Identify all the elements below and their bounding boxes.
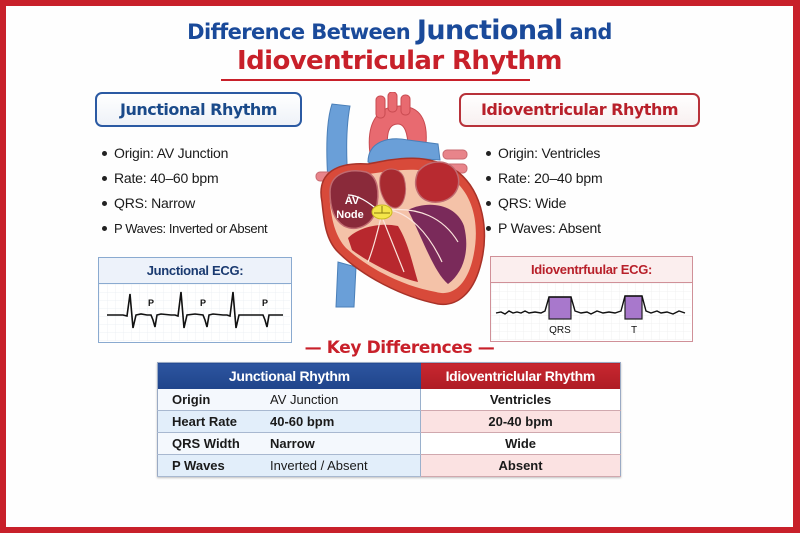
bullet-text: QRS: Narrow (114, 195, 196, 211)
junctional-value: 40-60 bpm (270, 410, 422, 433)
bullet-icon (102, 225, 107, 231)
list-item: QRS: Wide (486, 191, 602, 216)
idioventricular-ecg-title: Idioventrfuular ECG: (491, 257, 692, 283)
list-item: Rate: 40–60 bpm (102, 166, 267, 191)
bullet-icon (486, 175, 491, 181)
bullet-text: P Waves: Absent (498, 220, 601, 236)
junctional-ecg-panel: Junctional ECG: P P P (98, 257, 292, 343)
list-item: QRS: Narrow (102, 191, 267, 216)
table-row: P Waves Inverted / Absent Absent (157, 454, 621, 477)
idioventricular-value: Ventricles (420, 389, 621, 411)
title-line-2: Idioventricular Rhythm (237, 46, 562, 76)
t-wave-label: T (631, 325, 637, 336)
av-node-label-line1: AV (345, 195, 360, 207)
junctional-ecg-title: Junctional ECG: (99, 258, 291, 284)
junctional-value: Narrow (270, 432, 422, 455)
bullet-icon (486, 150, 491, 156)
heart-illustration: AV Node (308, 91, 488, 322)
junctional-bullet-list: Origin: AV Junction Rate: 40–60 bpm QRS:… (102, 141, 268, 241)
p-wave-label: P (200, 298, 206, 308)
bullet-icon (102, 175, 107, 181)
title-line-1: Difference Between Junctional and (6, 15, 793, 46)
bullet-text: QRS: Wide (498, 195, 567, 211)
idioventricular-bullet-list: Origin: Ventricles Rate: 20–40 bpm QRS: … (486, 141, 603, 241)
table-header-idioventricular: Idioventriclular Rhythm (420, 362, 621, 389)
key-differences-title: — Key Differences — (304, 338, 495, 358)
junctional-value: AV Junction (270, 389, 422, 411)
row-label: Origin (157, 389, 270, 411)
junctional-heading-box: Junctional Rhythm (95, 92, 302, 127)
row-label: P Waves (157, 454, 270, 477)
title-emphasis-junctional: Junctional (416, 15, 564, 46)
title-prefix: Difference Between (187, 20, 417, 44)
idioventricular-ecg-trace-icon: QRS T (491, 283, 691, 340)
idioventricular-value: 20-40 bpm (420, 410, 621, 433)
bullet-icon (102, 200, 107, 206)
heart-icon: AV Node (315, 91, 486, 308)
poster-frame: Difference Between Junctional and Idiove… (6, 6, 793, 527)
bullet-text: P Waves: Inverted or Absent (114, 221, 268, 236)
av-node-label-line2: Node (336, 209, 364, 221)
row-label: Heart Rate (157, 410, 270, 433)
bullet-text: Origin: AV Junction (114, 145, 229, 161)
p-wave-label: P (262, 298, 268, 308)
qrs-label: QRS (549, 325, 571, 336)
list-item: Rate: 20–40 bpm (486, 166, 603, 191)
list-item: P Waves: Inverted or Absent (102, 216, 268, 241)
bullet-text: Origin: Ventricles (498, 145, 601, 161)
idioventricular-value: Absent (420, 454, 621, 477)
list-item: Origin: Ventricles (486, 141, 602, 166)
title-suffix: and (562, 20, 612, 44)
table-row: Origin AV Junction Ventricles (157, 389, 621, 411)
list-item: Origin: AV Junction (102, 141, 267, 166)
bullet-icon (102, 150, 107, 156)
table-row: QRS Width Narrow Wide (157, 432, 621, 455)
junctional-ecg-trace-icon: P P P (99, 284, 290, 341)
list-item: P Waves: Absent (486, 216, 602, 241)
bullet-icon (486, 225, 491, 231)
idioventricular-value: Wide (420, 432, 621, 455)
idioventricular-ecg-panel: Idioventrfuular ECG: QRS T (490, 256, 693, 342)
p-wave-label: P (148, 298, 154, 308)
junctional-value: Inverted / Absent (270, 454, 422, 477)
title-underline (221, 79, 530, 81)
idioventricular-heading-box: Idioventricular Rhythm (459, 93, 700, 127)
bullet-text: Rate: 20–40 bpm (498, 170, 603, 186)
key-differences-table: Junctional Rhythm Idioventriclular Rhyth… (157, 362, 621, 477)
table-row: Heart Rate 40-60 bpm 20-40 bpm (157, 410, 621, 433)
bullet-text: Rate: 40–60 bpm (114, 170, 219, 186)
table-header-junctional: Junctional Rhythm (157, 362, 421, 389)
row-label: QRS Width (157, 432, 270, 455)
bullet-icon (486, 200, 491, 206)
